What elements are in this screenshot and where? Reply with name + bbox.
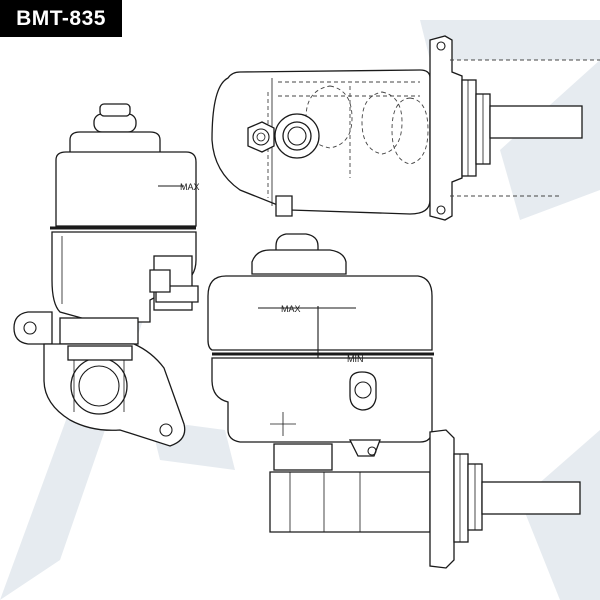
min-label: MIN xyxy=(347,354,364,364)
side-view: MAX xyxy=(13,103,200,447)
front-view: MAX MIN xyxy=(207,233,581,569)
part-number-badge: BMT-835 xyxy=(0,0,122,37)
top-view xyxy=(211,35,600,221)
max-label: MAX xyxy=(281,304,301,314)
side-max-label: MAX xyxy=(180,182,200,192)
